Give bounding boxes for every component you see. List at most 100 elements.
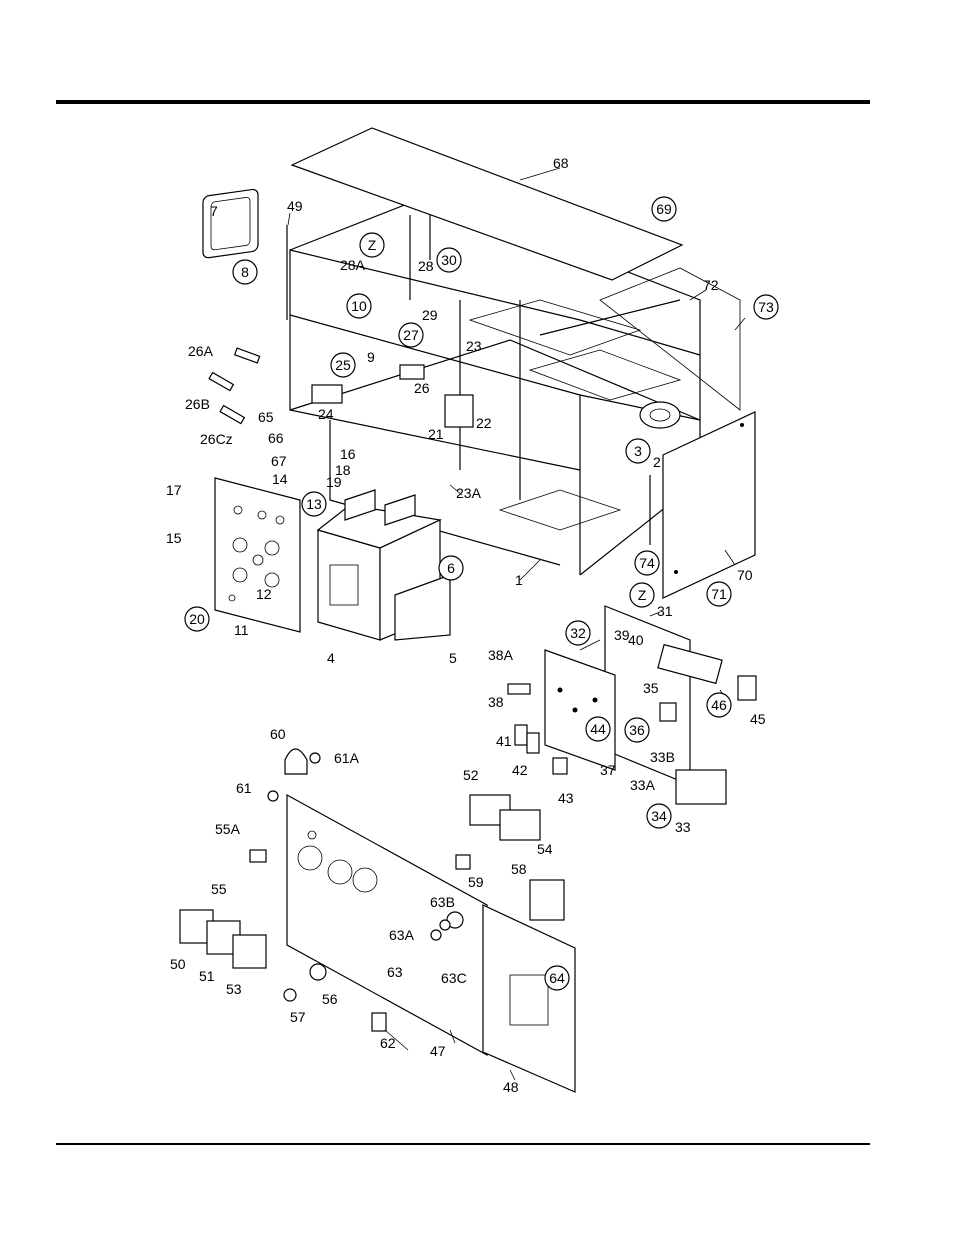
callout: 35 <box>643 680 659 696</box>
terminal-block-26 <box>400 365 424 379</box>
circled-callout: 3 <box>634 443 642 459</box>
circled-callout: 44 <box>590 721 606 737</box>
footer-rule <box>56 1143 870 1145</box>
callout: 49 <box>287 198 303 214</box>
circled-callout: 73 <box>758 299 774 315</box>
meter-53 <box>233 935 266 968</box>
fan-2 <box>640 402 680 428</box>
callout: 1 <box>515 572 523 588</box>
pin-set-26 <box>209 348 260 423</box>
callout: 47 <box>430 1043 446 1059</box>
module-58 <box>530 880 564 920</box>
callout: 63B <box>430 894 455 910</box>
nut-63A <box>431 930 441 940</box>
circled-callout: 34 <box>651 808 667 824</box>
callout: 33 <box>675 819 691 835</box>
callout: 62 <box>380 1035 396 1051</box>
callout: 26B <box>185 396 210 412</box>
terminal-block-24 <box>312 385 342 403</box>
callout: 54 <box>537 841 553 857</box>
callout: 21 <box>428 426 444 442</box>
callout: 14 <box>272 471 288 487</box>
circled-callout: 46 <box>711 697 727 713</box>
washer-63B <box>440 920 450 930</box>
callout: 53 <box>226 981 242 997</box>
callout: 61 <box>236 780 252 796</box>
callout: 63C <box>441 970 467 986</box>
circled-callout: 13 <box>306 496 322 512</box>
circled-callout: 69 <box>656 201 672 217</box>
callout: 12 <box>256 586 272 602</box>
circled-callout: 36 <box>629 722 645 738</box>
callout: 40 <box>628 632 644 648</box>
contactor-21 <box>445 395 473 427</box>
circled-callout: Z <box>638 587 647 603</box>
callout: 70 <box>737 567 753 583</box>
callout: 57 <box>290 1009 306 1025</box>
callout: 16 <box>340 446 356 462</box>
callout: 51 <box>199 968 215 984</box>
callout: 72 <box>703 277 719 293</box>
terminal-block-33 <box>676 770 726 804</box>
front-panel-48 <box>483 905 575 1092</box>
relay-35 <box>660 703 676 721</box>
callout: 61A <box>334 750 360 766</box>
callout: 5 <box>449 650 457 666</box>
callout: 63A <box>389 927 415 943</box>
callout: 33B <box>650 749 675 765</box>
callout: 56 <box>322 991 338 1007</box>
callout: 23A <box>456 485 482 501</box>
callout: 48 <box>503 1079 519 1095</box>
pot-56 <box>310 964 326 980</box>
circled-callout: 30 <box>441 252 457 268</box>
callout: 68 <box>553 155 569 171</box>
nut-61A <box>310 753 320 763</box>
circled-callout: 25 <box>335 357 351 373</box>
switch-45 <box>738 676 756 700</box>
callout: 19 <box>326 474 342 490</box>
switch-59 <box>456 855 470 869</box>
callout: 4 <box>327 650 335 666</box>
callout: 11 <box>234 622 249 638</box>
callout: 23 <box>466 338 482 354</box>
callout: 29 <box>422 307 438 323</box>
callout: 17 <box>166 482 182 498</box>
callout: 65 <box>258 409 274 425</box>
circled-callout: 20 <box>189 611 205 627</box>
circled-callout: 74 <box>639 555 655 571</box>
callout: 63 <box>387 964 403 980</box>
callout: 55 <box>211 881 227 897</box>
switch-43 <box>553 758 567 774</box>
callout: 66 <box>268 430 284 446</box>
callout: 58 <box>511 861 527 877</box>
circled-callout: 8 <box>241 264 249 280</box>
callout: 55A <box>215 821 241 837</box>
callout: 24 <box>318 406 334 422</box>
circled-callout: 71 <box>711 586 727 602</box>
circled-callout: 10 <box>351 298 367 314</box>
circled-callout: 64 <box>549 970 565 986</box>
gasket-7 <box>203 189 258 259</box>
callout: 28A <box>340 257 366 273</box>
callout: 45 <box>750 711 766 727</box>
callout: 26 <box>414 380 430 396</box>
callout: 2 <box>653 454 661 470</box>
callout: 37 <box>600 762 616 778</box>
switch-41 <box>515 725 527 745</box>
callout: 67 <box>271 453 287 469</box>
callout: 42 <box>512 762 528 778</box>
callout: 26Cz <box>200 431 233 447</box>
callout: 15 <box>166 530 182 546</box>
knob-57 <box>284 989 296 1001</box>
circled-callout: Z <box>368 237 377 253</box>
callout: 38A <box>488 647 514 663</box>
callout: 41 <box>496 733 512 749</box>
lamp-55 <box>250 850 266 862</box>
screw-61 <box>268 791 278 801</box>
circled-callout: 27 <box>403 327 419 343</box>
lamp-38 <box>508 684 530 694</box>
callout: 43 <box>558 790 574 806</box>
circled-callout: 32 <box>570 625 586 641</box>
